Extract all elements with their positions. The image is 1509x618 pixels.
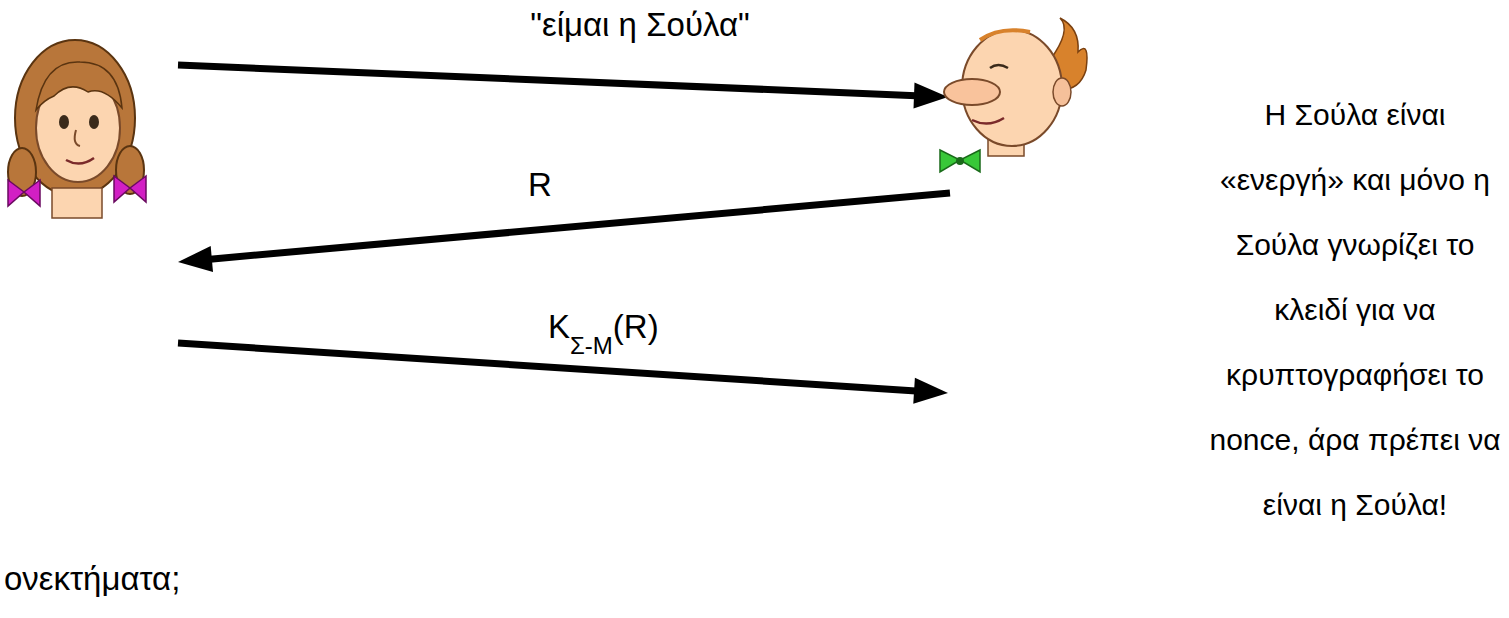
message-arrow bbox=[178, 193, 950, 272]
eye bbox=[990, 65, 1008, 68]
mouth bbox=[972, 118, 1004, 124]
bowtie-knot bbox=[956, 157, 964, 165]
message-label: (R) bbox=[613, 310, 659, 343]
arrow-shaft bbox=[178, 343, 916, 391]
man-figure bbox=[940, 18, 1087, 172]
message-label: "είμαι η Σούλα" bbox=[530, 6, 749, 44]
message-arrow bbox=[178, 65, 948, 109]
girl-figure bbox=[8, 40, 146, 218]
bangs bbox=[36, 62, 122, 110]
question-text: ονεκτήματα; bbox=[4, 560, 180, 598]
eye bbox=[59, 115, 69, 129]
bow bbox=[8, 180, 24, 206]
encrypted-nonce-label: KΣ-M(R) bbox=[544, 310, 663, 343]
message-label: R bbox=[528, 166, 552, 204]
arrow-head bbox=[914, 83, 949, 109]
ear bbox=[1053, 78, 1071, 106]
nose bbox=[944, 79, 1000, 105]
arrow-head bbox=[913, 378, 948, 404]
arrow-shaft bbox=[178, 65, 916, 96]
arrow-shaft bbox=[210, 193, 950, 259]
nose bbox=[75, 130, 80, 146]
arrow-head bbox=[178, 246, 213, 272]
key-subscript: Σ-M bbox=[570, 334, 613, 358]
message-arrow bbox=[178, 343, 948, 404]
hair bbox=[980, 30, 1030, 40]
bow bbox=[114, 176, 130, 202]
bow bbox=[24, 180, 40, 206]
bow bbox=[130, 176, 146, 202]
callout-note: Η Σούλα είναι «ενεργή» και μόνο η Σούλα … bbox=[1205, 82, 1505, 537]
eye bbox=[89, 115, 99, 129]
key-symbol: K bbox=[548, 310, 570, 343]
mouth bbox=[66, 158, 94, 164]
neck bbox=[52, 188, 102, 218]
